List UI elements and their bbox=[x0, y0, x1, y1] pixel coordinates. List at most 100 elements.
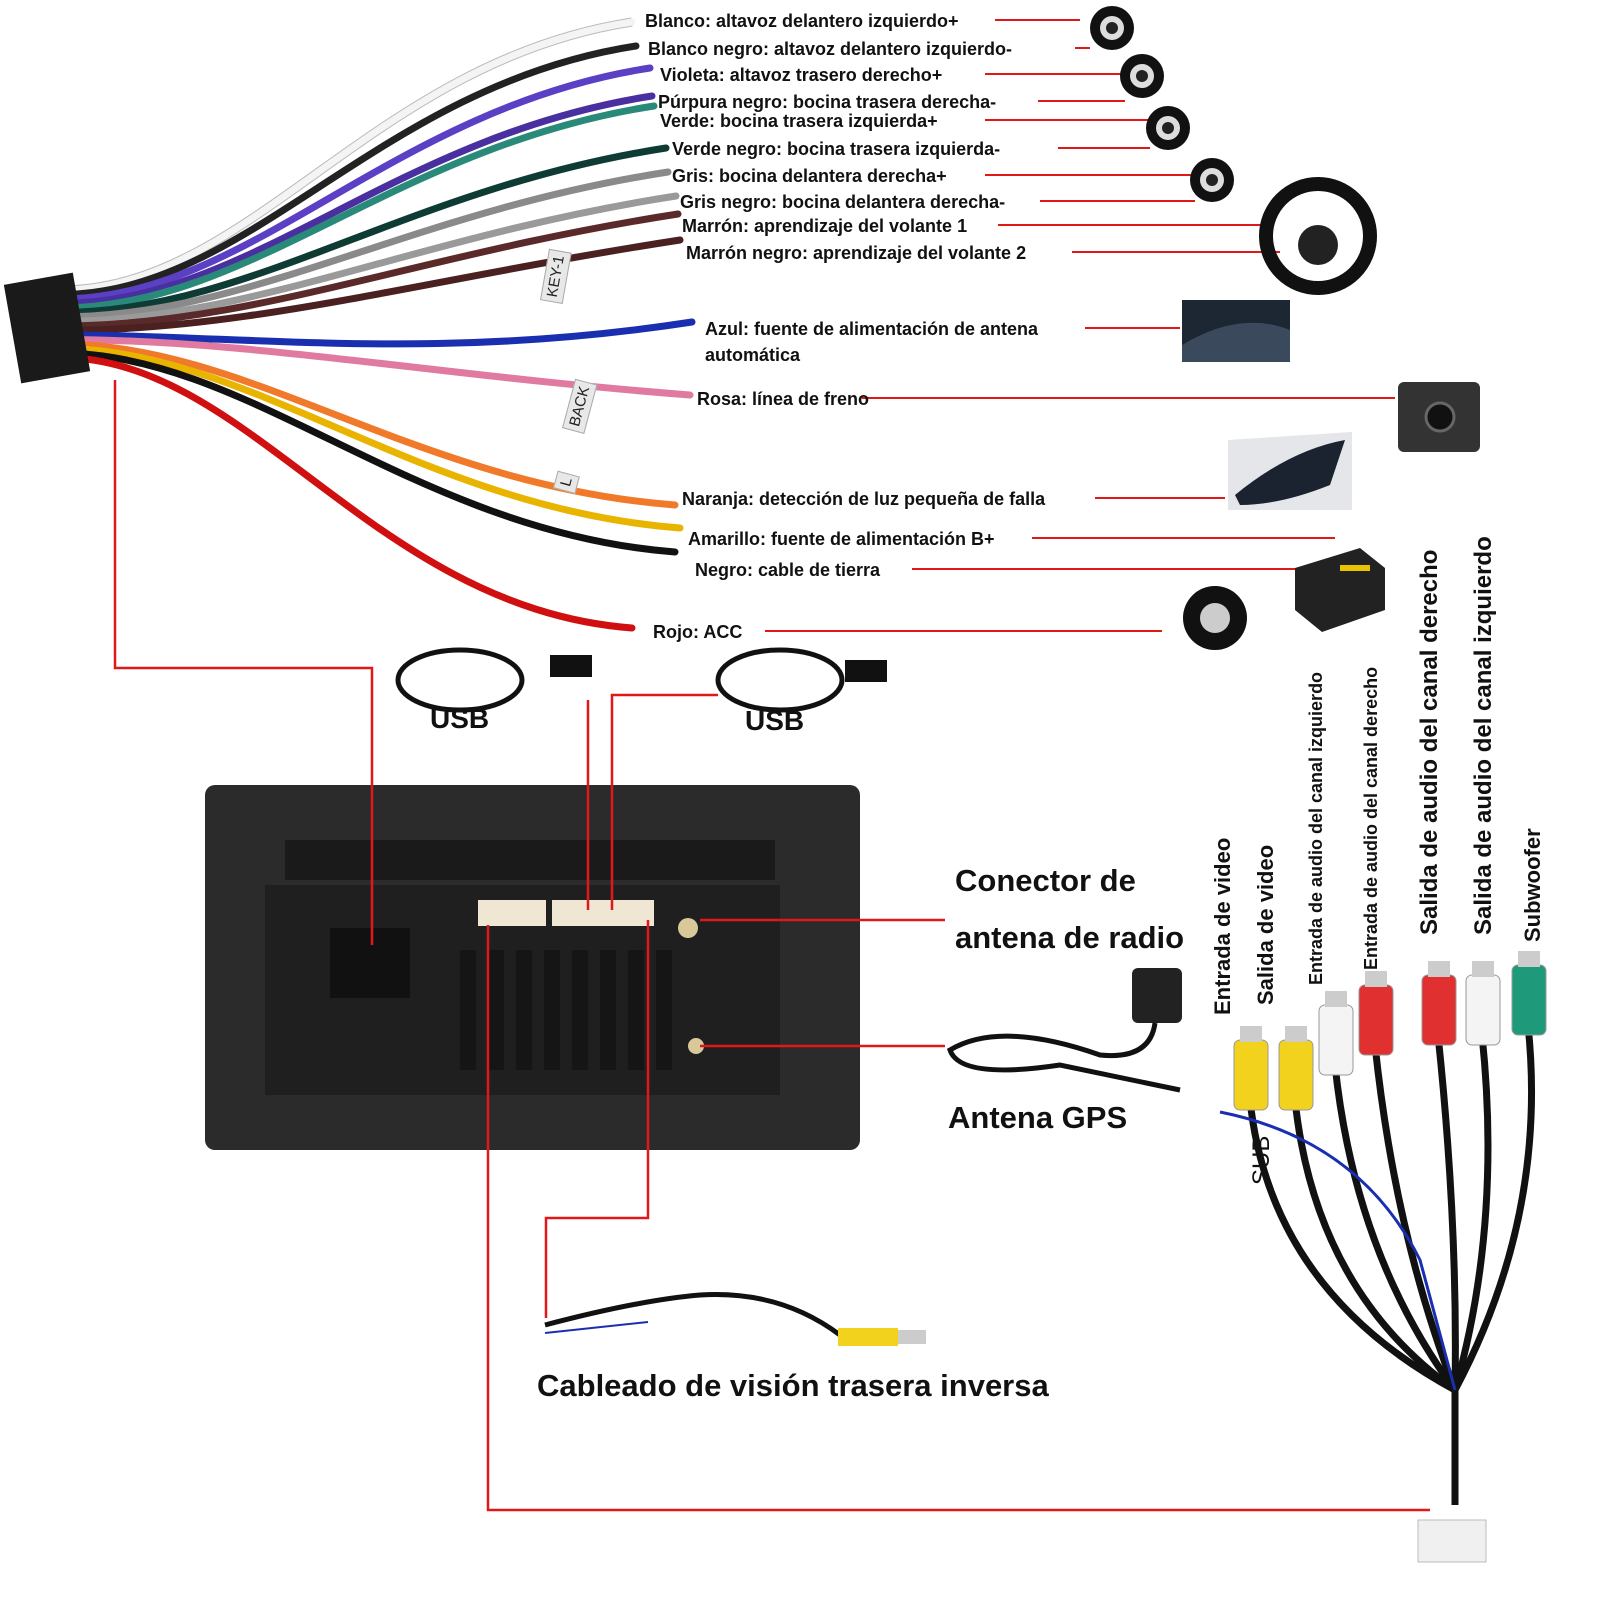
wire-label: Violeta: altavoz trasero derecho+ bbox=[660, 65, 943, 85]
wire-11 bbox=[56, 318, 696, 348]
gps-cable bbox=[946, 1022, 1181, 1093]
connection-line bbox=[486, 925, 1430, 1512]
power-connector bbox=[330, 928, 410, 998]
rear-view-blue-wire bbox=[544, 1321, 649, 1334]
head-unit-slot bbox=[656, 950, 672, 1070]
rca-plug-tip bbox=[1518, 951, 1540, 967]
rca-cable bbox=[1331, 1064, 1459, 1505]
wire-label: Naranja: detección de luz pequeña de fal… bbox=[682, 489, 1046, 509]
rca-plug-icon bbox=[1358, 984, 1394, 1056]
head-unit-vent bbox=[285, 840, 775, 880]
speaker-center bbox=[1206, 174, 1218, 186]
rca-label: Salida de audio del canal derecho bbox=[1416, 549, 1443, 935]
wire-4 bbox=[56, 92, 656, 307]
usb-label-2: USB bbox=[745, 705, 805, 736]
rca-plug-tip bbox=[1472, 961, 1494, 977]
wire-14 bbox=[56, 345, 684, 532]
connection-line bbox=[610, 693, 718, 910]
rca-plug-tip bbox=[1285, 1026, 1307, 1042]
wire-5 bbox=[56, 102, 658, 312]
rca-label: Salida de video bbox=[1253, 844, 1278, 1005]
sub-tag-label: SUB bbox=[1248, 1135, 1275, 1185]
gps-antenna-label: Antena GPS bbox=[948, 1100, 1128, 1135]
ignition-key-slot bbox=[1200, 603, 1230, 633]
wire-6 bbox=[56, 144, 670, 316]
rca-plug-icon bbox=[1421, 974, 1457, 1046]
wire-2 bbox=[56, 42, 640, 298]
wire-label: Rosa: línea de freno bbox=[697, 389, 870, 409]
rca-label: Salida de audio del canal izquierdo bbox=[1470, 536, 1497, 935]
radio-antenna-port bbox=[678, 918, 698, 938]
head-unit-slot bbox=[488, 950, 504, 1070]
port-connector-2 bbox=[552, 900, 654, 926]
rca-plug-icon bbox=[1465, 974, 1501, 1046]
harness-connector bbox=[3, 272, 91, 384]
harness-wires bbox=[56, 17, 696, 632]
steering-wheel-icon bbox=[1259, 177, 1377, 295]
wire-label: Marrón: aprendizaje del volante 1 bbox=[682, 216, 968, 236]
port-connector-1 bbox=[478, 900, 546, 926]
wire-3 bbox=[56, 64, 654, 303]
gps-port bbox=[688, 1038, 704, 1054]
rca-plug-icon bbox=[1318, 1004, 1354, 1076]
speaker-center bbox=[1136, 70, 1148, 82]
headlight-lens bbox=[1235, 440, 1345, 505]
usb-cable-icon bbox=[395, 647, 525, 713]
usb-plug bbox=[550, 655, 592, 677]
wire-9 bbox=[56, 210, 682, 330]
rca-plug-icon bbox=[1511, 964, 1547, 1036]
wire-15 bbox=[56, 349, 679, 556]
wire-label: Gris negro: bocina delantera derecha- bbox=[680, 192, 1006, 212]
wire-label: Blanco negro: altavoz delantero izquierd… bbox=[648, 39, 1013, 59]
usb-plug bbox=[845, 660, 887, 682]
wire-label: Rojo: ACC bbox=[653, 622, 743, 642]
wire-label: Amarillo: fuente de alimentación B+ bbox=[688, 529, 995, 549]
wire-label: Azul: fuente de alimentación de antena bbox=[705, 319, 1039, 339]
rca-plug-tip bbox=[1240, 1026, 1262, 1042]
battery-label bbox=[1340, 565, 1370, 571]
rear-view-cable bbox=[544, 1292, 842, 1338]
rca-harness-connector bbox=[1417, 1519, 1487, 1563]
usb-cable-icon bbox=[715, 647, 845, 713]
speaker-center bbox=[1162, 122, 1174, 134]
rca-plug-yellow-icon bbox=[838, 1328, 898, 1346]
wire-16 bbox=[56, 354, 636, 632]
wire-label-cont: automática bbox=[705, 345, 801, 365]
gps-antenna-icon bbox=[1132, 968, 1182, 1023]
rca-plug-icon bbox=[1278, 1039, 1314, 1111]
rca-cable bbox=[1451, 1034, 1492, 1505]
battery-icon bbox=[1295, 548, 1385, 632]
wire-7 bbox=[56, 168, 672, 321]
wire-10 bbox=[56, 236, 684, 334]
car-roof bbox=[1182, 322, 1290, 362]
head-unit-slot bbox=[460, 950, 476, 1070]
rca-plug-tip bbox=[1428, 961, 1450, 977]
wire-label: Púrpura negro: bocina trasera derecha- bbox=[658, 92, 997, 112]
rca-plug-tip bbox=[1325, 991, 1347, 1007]
rca-label: Subwoofer bbox=[1520, 828, 1545, 942]
rca-cable bbox=[1434, 1034, 1459, 1505]
rca-cable bbox=[1291, 1099, 1459, 1505]
radio-antenna-label-1: Conector de bbox=[955, 863, 1136, 898]
steering-wheel-hub bbox=[1298, 225, 1338, 265]
connection-line bbox=[113, 380, 374, 945]
wire-label: Blanco: altavoz delantero izquierdo+ bbox=[645, 11, 959, 31]
speaker-center bbox=[1106, 22, 1118, 34]
rca-label: Entrada de video bbox=[1210, 837, 1235, 1015]
rca-label: Entrada de audio del canal izquierdo bbox=[1306, 671, 1326, 985]
rca-plug-icon bbox=[1233, 1039, 1269, 1111]
wire-label: Gris: bocina delantera derecha+ bbox=[672, 166, 947, 186]
wire-label: Negro: cable de tierra bbox=[695, 560, 881, 580]
rear-view-wiring-label: Cableado de visión trasera inversa bbox=[537, 1368, 1049, 1403]
wire-label: Marrón negro: aprendizaje del volante 2 bbox=[686, 243, 1027, 263]
wire-8 bbox=[56, 192, 680, 325]
head-unit-slot bbox=[516, 950, 532, 1070]
camera-lens bbox=[1424, 401, 1456, 433]
head-unit-slot bbox=[628, 950, 644, 1070]
head-unit-slot bbox=[544, 950, 560, 1070]
rca-plug-tip bbox=[1365, 971, 1387, 987]
rca-label: Entrada de audio del canal derecho bbox=[1361, 666, 1381, 970]
wire-1 bbox=[56, 18, 636, 294]
head-unit-slot bbox=[600, 950, 616, 1070]
